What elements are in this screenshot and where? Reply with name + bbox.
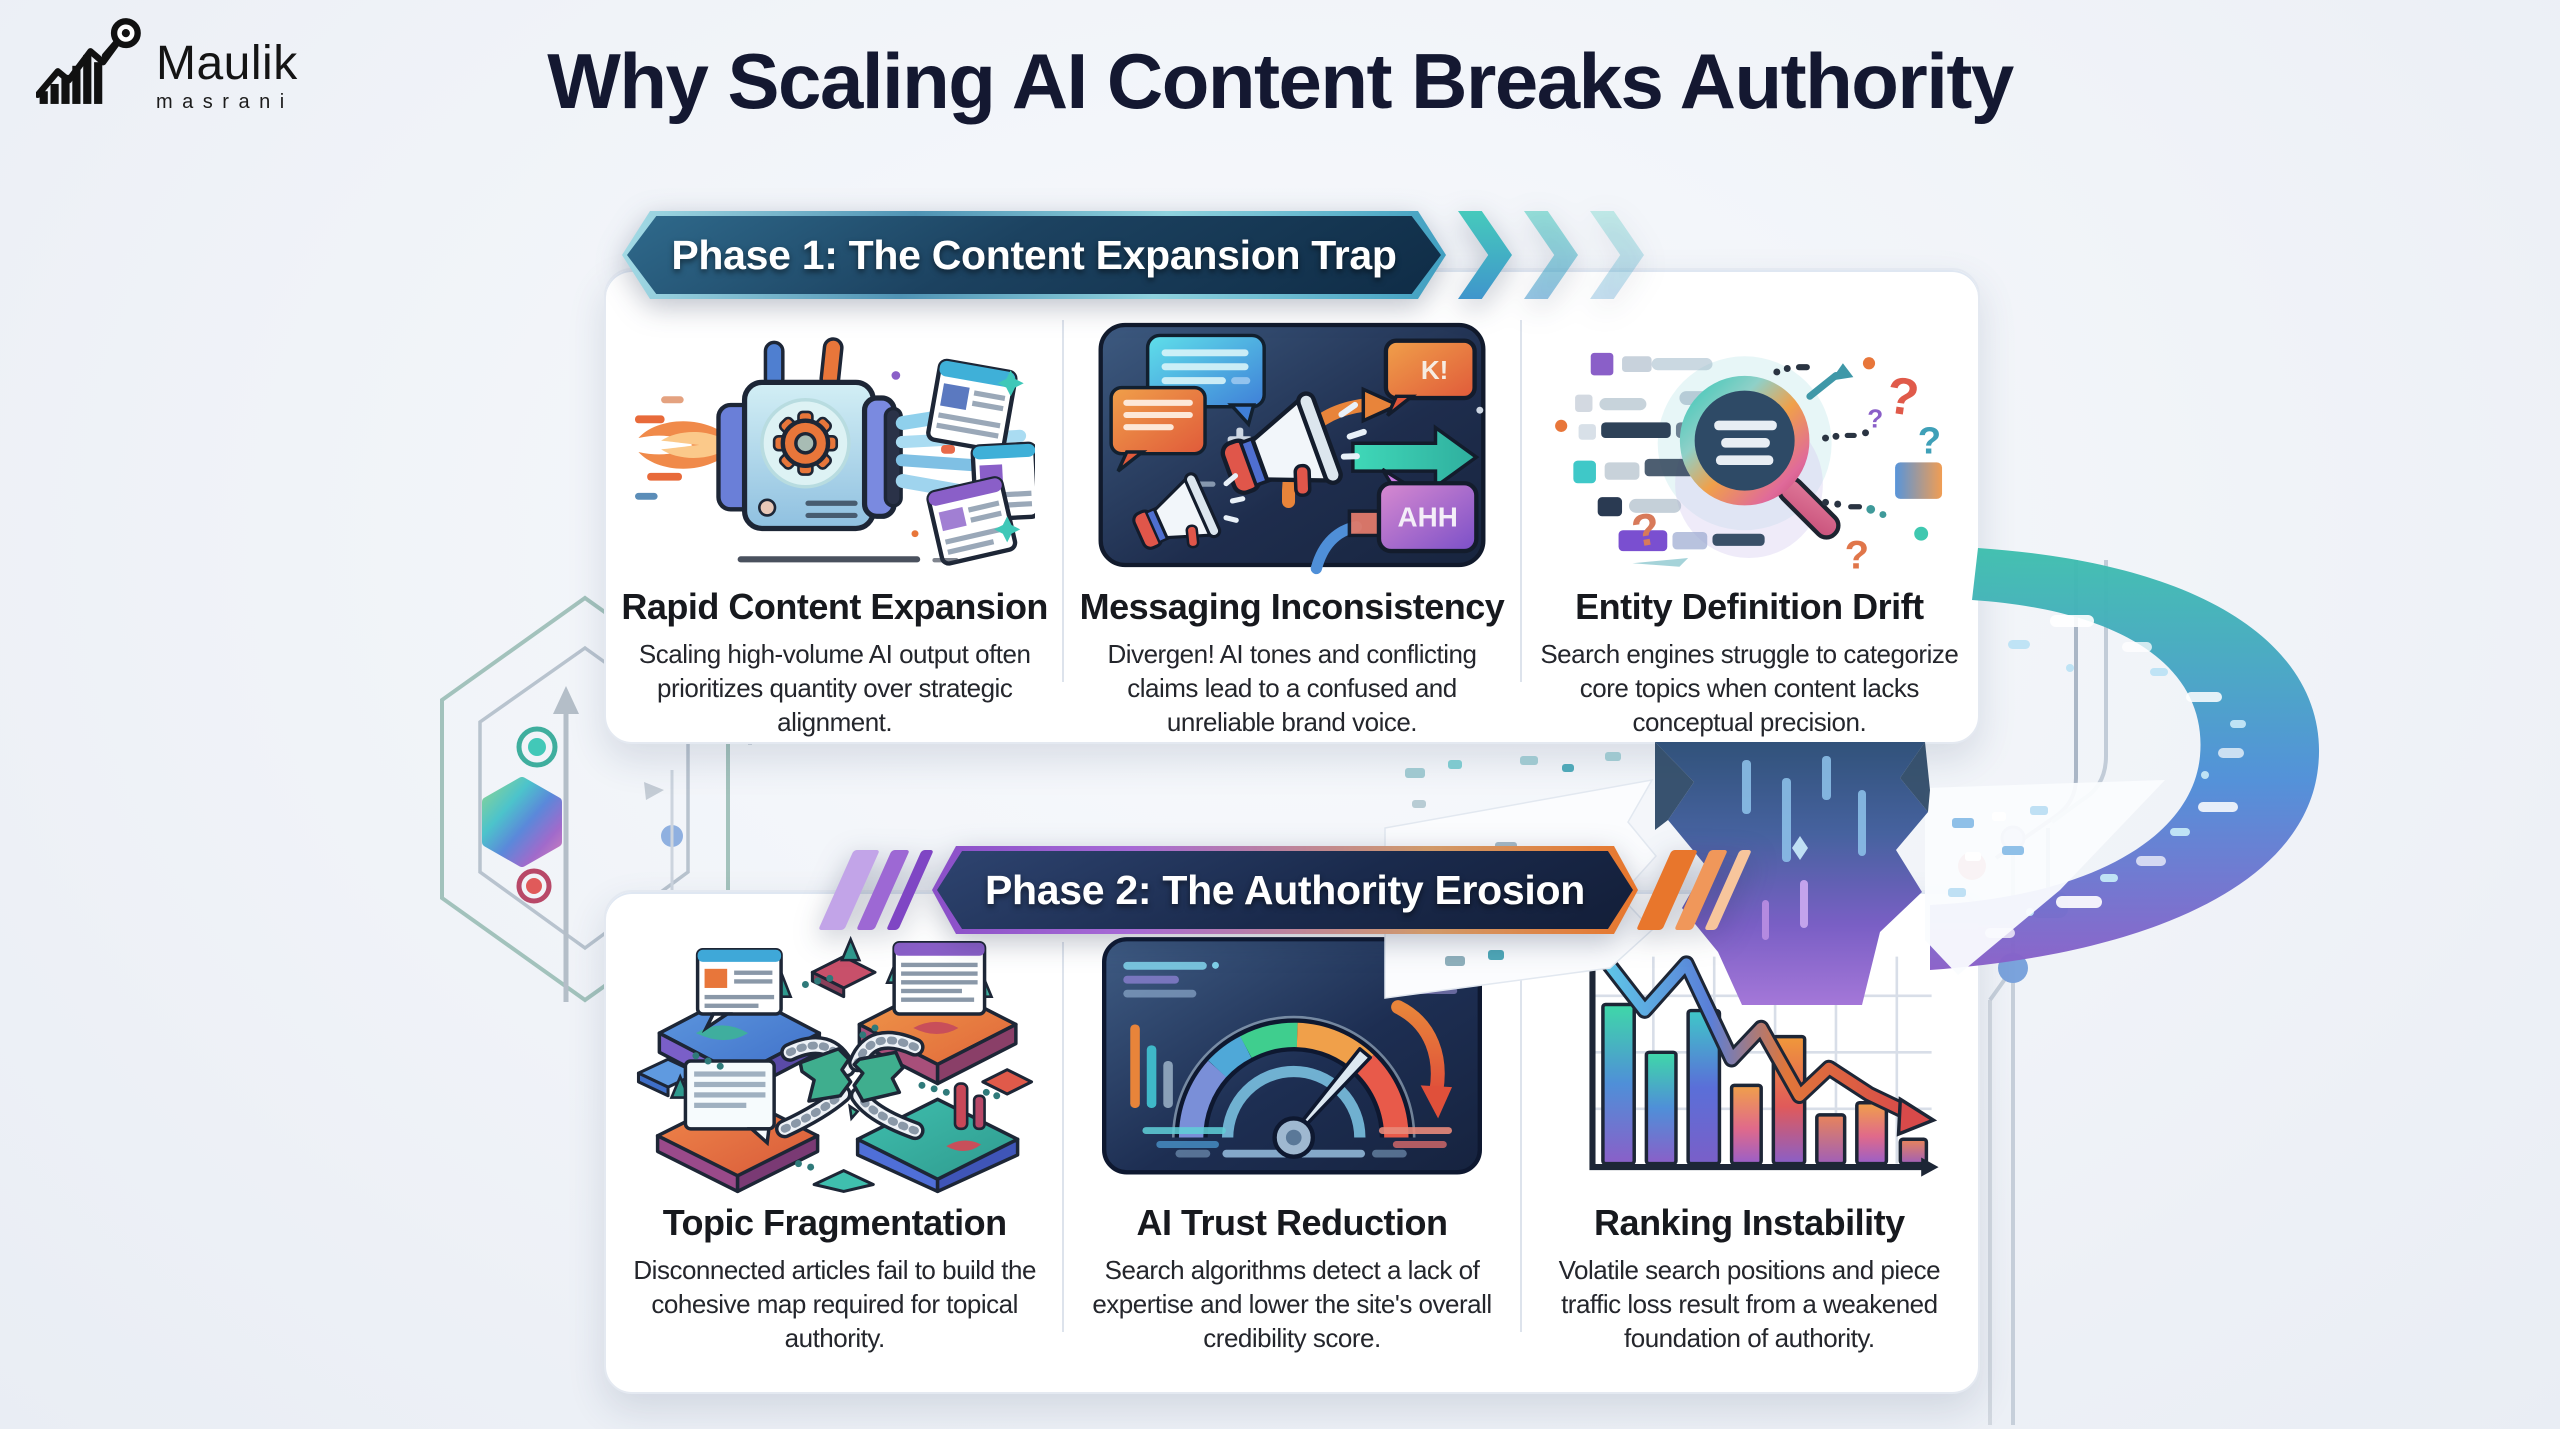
card-rapid-content-expansion: Rapid Content Expansion Scaling high-vol… <box>606 270 1063 742</box>
right-circuit <box>1958 560 2108 1425</box>
content-machine-icon <box>634 310 1035 580</box>
phase2-banner-label: Phase 2: The Authority Erosion <box>984 866 1585 913</box>
card-topic-fragmentation: Topic Fragmentation Disconnected article… <box>606 892 1063 1392</box>
megaphones-icon: K! AHH <box>1092 310 1492 580</box>
card-title: Ranking Instability <box>1594 1202 1905 1243</box>
bar-chart-magnifier-icon <box>36 18 141 104</box>
card-messaging-inconsistency: K! AHH Messaging Inconsistency Divergen!… <box>1062 270 1520 742</box>
card-description: Scaling high-volume AI output often prio… <box>638 639 1031 737</box>
logo-first-name: Maulik <box>156 37 298 90</box>
svg-text:?: ? <box>1883 366 1923 428</box>
svg-text:?: ? <box>1868 404 1884 434</box>
card-description: Divergen! AI tones and conflicting claim… <box>1107 639 1477 737</box>
svg-text:?: ? <box>1845 533 1869 577</box>
logo-last-name: masrani <box>156 91 294 113</box>
brand-logo: Maulik masrani <box>36 14 298 114</box>
fragmented-map-icon <box>635 926 1035 1196</box>
card-description: Volatile search positions and piece traf… <box>1558 1255 1941 1353</box>
bubble-text-2: AHH <box>1398 502 1458 533</box>
card-description: Disconnected articles fail to build the … <box>633 1255 1036 1353</box>
trust-gauge-icon <box>1092 926 1492 1196</box>
phase2-banner: Phase 2: The Authority Erosion <box>818 846 1752 934</box>
chevron-arrows-icon <box>1458 211 1644 299</box>
card-ai-trust-reduction: AI Trust Reduction Search algorithms det… <box>1062 892 1520 1392</box>
card-title: Topic Fragmentation <box>662 1202 1007 1243</box>
card-description: Search engines struggle to categorize co… <box>1540 639 1959 737</box>
ranking-chart-icon <box>1549 926 1949 1196</box>
bubble-text-1: K! <box>1421 355 1449 385</box>
orange-slashes-icon <box>1636 850 1752 930</box>
card-entity-definition-drift: ? ? ? ? ? Enti <box>1519 270 1978 742</box>
card-title: Messaging Inconsistency <box>1079 586 1505 627</box>
purple-slashes-icon <box>818 850 934 930</box>
phase1-card: Rapid Content Expansion Scaling high-vol… <box>604 268 1980 744</box>
page-title: Why Scaling AI Content Breaks Authority <box>547 37 2014 125</box>
scatter-bits-left <box>1405 752 1621 808</box>
phase2-banner-core: Phase 2: The Authority Erosion <box>937 851 1633 929</box>
card-title: AI Trust Reduction <box>1136 1202 1448 1243</box>
phase1-banner-label: Phase 1: The Content Expansion Trap <box>671 231 1397 278</box>
phase2-card: Topic Fragmentation Disconnected article… <box>604 890 1980 1394</box>
entity-magnifier-icon: ? ? ? ? ? <box>1549 310 1949 580</box>
phase1-banner-core: Phase 1: The Content Expansion Trap <box>627 216 1441 294</box>
card-title: Rapid Content Expansion <box>621 586 1048 627</box>
card-description: Search algorithms detect a lack of exper… <box>1092 1255 1492 1353</box>
card-ranking-instability: Ranking Instability Volatile search posi… <box>1519 892 1978 1392</box>
phase1-banner: Phase 1: The Content Expansion Trap <box>622 211 1644 299</box>
svg-text:?: ? <box>1918 420 1941 463</box>
card-title: Entity Definition Drift <box>1575 586 1924 627</box>
data-swoosh <box>1930 548 2320 970</box>
